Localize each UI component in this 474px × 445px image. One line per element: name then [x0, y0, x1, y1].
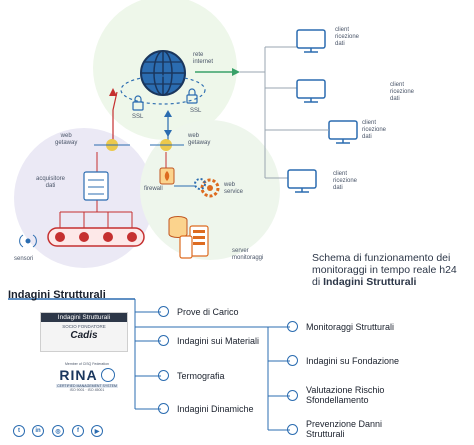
service-indagini-fondazione[interactable]: Indagini su Fondazione — [287, 355, 399, 366]
service-label: Indagini Dinamiche — [177, 403, 254, 414]
client-monitor-icon — [296, 29, 326, 53]
services-tree — [8, 298, 290, 431]
database-icon — [168, 216, 188, 238]
service-indagini-dinamiche[interactable]: Indagini Dinamiche — [158, 403, 254, 414]
cadis-logo-name: Cadis — [70, 330, 98, 341]
rina-logo-name: RINA — [59, 367, 98, 383]
up-down-arrows — [164, 110, 172, 117]
label-acquisitore-dati: acquisitore dati — [36, 176, 66, 189]
service-label: Valutazione Rischio Sfondellamento — [306, 385, 385, 405]
service-label: Termografia — [177, 370, 225, 381]
service-label: Indagini sui Materiali — [177, 335, 260, 346]
client-monitor-icon — [297, 120, 358, 144]
caption-line-2: monitoraggi in tempo reale h24 — [312, 264, 457, 276]
cadis-logo: Indagini Strutturali SOCIO FONDATORE Cad… — [40, 312, 128, 352]
service-prove-di-carico[interactable]: Prove di Carico — [158, 306, 239, 317]
service-label: Indagini su Fondazione — [306, 355, 400, 366]
sensor-bar — [47, 227, 145, 247]
instagram-icon[interactable]: ◎ — [52, 425, 64, 437]
bullet-dot — [158, 370, 169, 381]
cadis-logo-socio: SOCIO FONDATORE — [62, 324, 106, 329]
service-label: Prove di Carico — [177, 306, 239, 317]
bullet-dot — [287, 355, 298, 366]
service-label: Prevenzione Danni Strutturali — [306, 419, 383, 439]
web-gateway-right — [150, 139, 184, 151]
rina-logo-member: Member of CISQ Federation — [65, 362, 109, 366]
internet-arrow — [232, 68, 240, 76]
label-firewall: firewall — [144, 186, 163, 192]
facebook-icon[interactable]: f — [72, 425, 84, 437]
data-acquirer-icon — [83, 171, 109, 201]
label-client-3: client ricezione dati — [362, 120, 387, 140]
label-web-getaway-left: web getaway — [55, 133, 78, 146]
bullet-dot — [158, 335, 169, 346]
label-sensori: sensori — [14, 256, 34, 262]
client-monitor-icon — [287, 169, 317, 193]
rina-logo-iso: ISO 9001 · ISO 45001 — [69, 388, 105, 392]
firewall-icon — [159, 167, 175, 185]
diagram-caption: Schema di funzionamento dei monitoraggi … — [312, 252, 472, 288]
label-server-monitoraggi: server monitoraggi — [232, 248, 264, 261]
label-rete-internet: rete internet — [193, 52, 214, 65]
server-rack-icon — [179, 225, 209, 259]
rina-logo: Member of CISQ Federation RINA CERTIFIED… — [56, 362, 118, 402]
caption-prefix: di — [312, 276, 324, 288]
caption-line-1: Schema di funzionamento dei — [312, 252, 451, 264]
rina-logo-cert: CERTIFIED MANAGEMENT SYSTEM — [56, 384, 118, 388]
globe-icon — [140, 50, 186, 96]
ssl-tunnel — [120, 75, 206, 105]
services-title: Indagini Strutturali — [8, 289, 106, 301]
label-client-4: client ricezione dati — [333, 171, 358, 191]
bullet-dot — [158, 403, 169, 414]
service-prevenzione-danni[interactable]: Prevenzione Danni Strutturali — [287, 419, 382, 439]
label-ssl-left: SSL — [132, 114, 144, 120]
bullet-dot — [287, 389, 298, 401]
bullet-dot — [287, 321, 298, 332]
label-client-2: client ricezione dati — [390, 82, 415, 102]
service-indagini-materiali[interactable]: Indagini sui Materiali — [158, 335, 259, 346]
service-label: Monitoraggi Strutturali — [306, 321, 395, 332]
linkedin-icon[interactable]: in — [32, 425, 44, 437]
caption-line-3: di Indagini Strutturali — [312, 276, 472, 288]
label-ssl-right: SSL — [190, 108, 202, 114]
caption-brand: Indagini Strutturali — [323, 276, 417, 288]
rina-seal-icon — [100, 368, 115, 382]
gear-icon — [194, 178, 220, 198]
service-monitoraggi-strutturali[interactable]: Monitoraggi Strutturali — [287, 321, 394, 332]
cadis-logo-title: Indagini Strutturali — [41, 313, 127, 322]
lock-icon — [132, 95, 144, 111]
youtube-icon[interactable]: ▶ — [91, 425, 103, 437]
client-monitor-icon — [296, 79, 326, 103]
lock-icon — [186, 88, 198, 104]
label-web-getaway-right: web getaway — [188, 133, 211, 146]
service-rischio-sfondellamento[interactable]: Valutazione Rischio Sfondellamento — [287, 385, 384, 405]
network-diagram — [14, 0, 358, 268]
uplink-arrow — [109, 88, 117, 96]
bullet-dot — [287, 423, 298, 435]
twitter-icon[interactable]: t — [13, 425, 25, 437]
label-client-1: client ricezione dati — [335, 27, 360, 47]
label-web-service: web service — [224, 182, 244, 195]
web-gateway-left — [94, 139, 130, 151]
wifi-icon — [19, 234, 37, 248]
service-termografia[interactable]: Termografia — [158, 370, 225, 381]
bullet-dot — [158, 306, 169, 317]
